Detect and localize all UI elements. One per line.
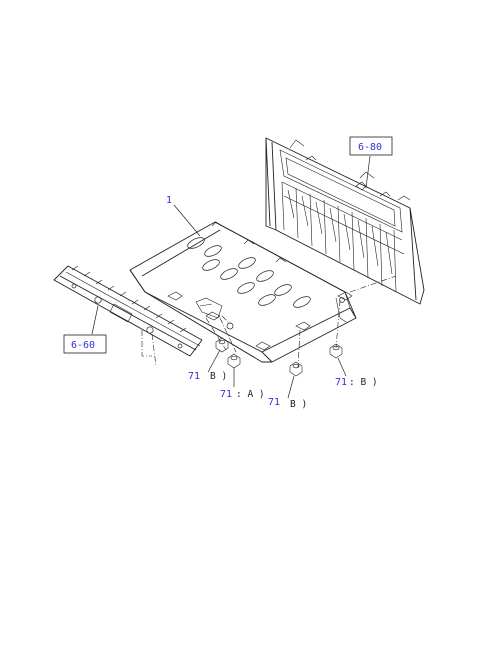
leader-bolt-b-left bbox=[207, 349, 221, 373]
callout-6-80: 6-80 bbox=[358, 142, 382, 153]
panel-holes bbox=[187, 237, 311, 308]
callout-6-60: 6-60 bbox=[71, 340, 95, 351]
leader-6-80 bbox=[365, 155, 371, 189]
callout-bolt-a-number: 71 bbox=[220, 389, 232, 400]
ref-box-6-60 bbox=[63, 334, 107, 354]
leader-bolt-b-right bbox=[337, 357, 347, 377]
bolt-center bbox=[289, 361, 303, 377]
callout-bolt-b-right-suffix: : B ) bbox=[349, 377, 378, 388]
small-fastener bbox=[226, 297, 345, 330]
callout-bolt-b-center-number: 71 bbox=[268, 397, 280, 408]
rear-panel-assembly bbox=[265, 137, 425, 305]
callout-part-1: 1 bbox=[166, 195, 172, 206]
callout-bolt-a-suffix: : A ) bbox=[236, 389, 265, 400]
leader-part-1 bbox=[173, 204, 201, 237]
bolt-a bbox=[227, 353, 241, 369]
deck-panel-part-1 bbox=[129, 221, 357, 363]
cross-member-assembly bbox=[53, 265, 397, 369]
bolt-right bbox=[329, 343, 343, 359]
leader-6-60 bbox=[91, 305, 99, 335]
callout-bolt-b-left-suffix: B ) bbox=[210, 371, 227, 382]
callout-bolt-b-right-number: 71 bbox=[335, 377, 347, 388]
callout-bolt-b-left-number: 71 bbox=[188, 371, 200, 382]
bolt-left bbox=[215, 337, 229, 353]
callout-bolt-b-center-suffix: B ) bbox=[290, 399, 307, 410]
ref-box-6-80 bbox=[349, 136, 393, 156]
leader-bolt-b-center bbox=[287, 375, 295, 399]
